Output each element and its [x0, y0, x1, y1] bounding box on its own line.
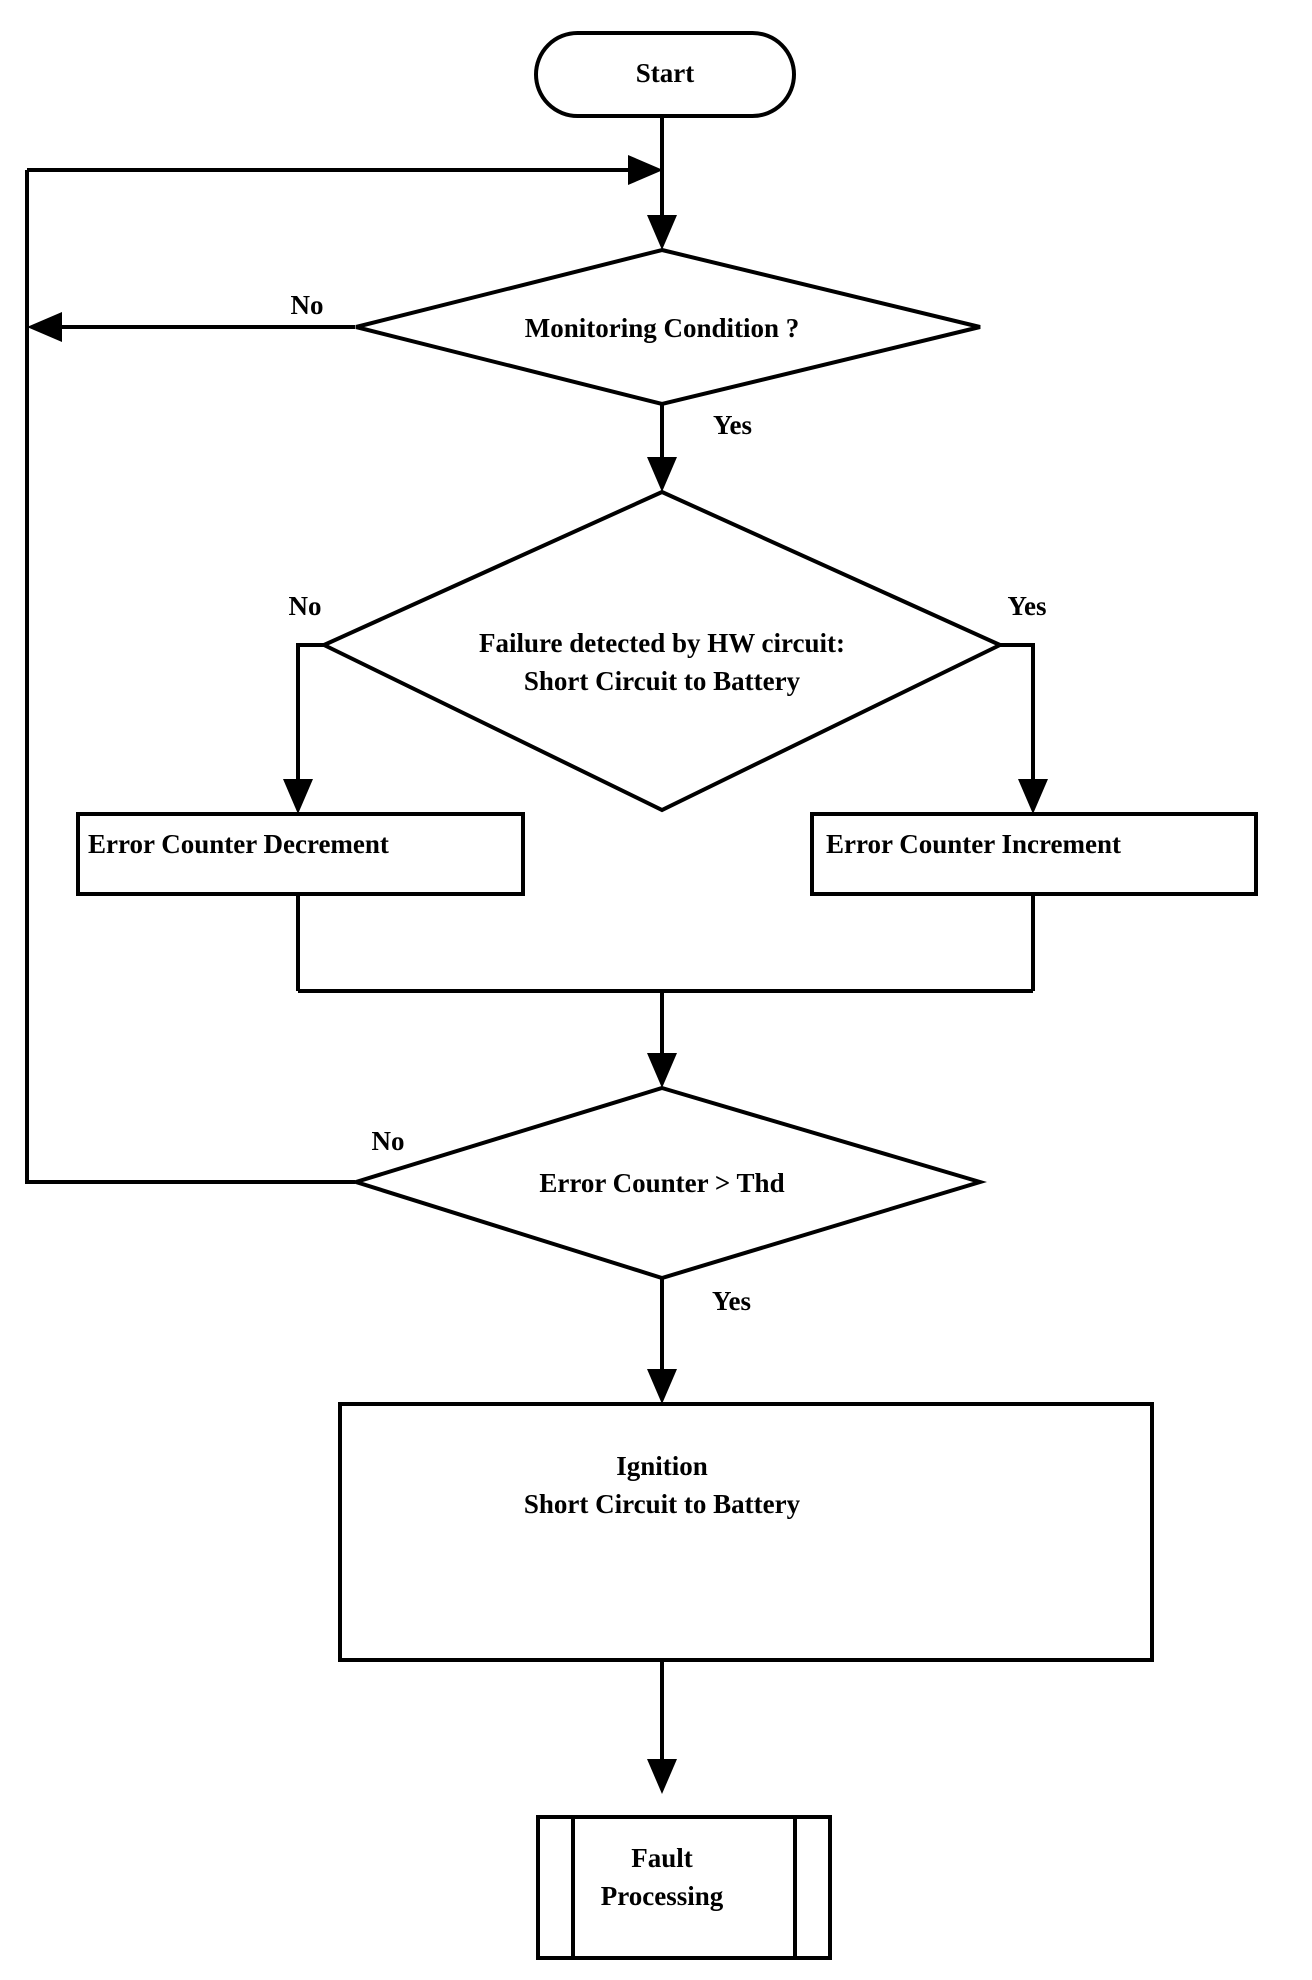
error-counter-threshold-label: Error Counter > Thd: [539, 1168, 784, 1198]
node-monitoring-condition[interactable]: Monitoring Condition ?: [355, 247, 981, 407]
failure-detected-label-line2: Short Circuit to Battery: [524, 666, 801, 696]
node-error-counter-increment[interactable]: Error Counter Increment: [810, 812, 1258, 896]
start-shape: [534, 31, 796, 118]
node-error-counter-threshold[interactable]: Error Counter > Thd: [349, 1085, 987, 1281]
node-start[interactable]: Start: [534, 31, 796, 118]
fault-processing-label-line1: Fault: [631, 1843, 693, 1873]
edge-label-threshold-no: No: [372, 1126, 405, 1156]
monitoring-condition-shape: [355, 247, 981, 407]
node-failure-detected[interactable]: Failure detected by HW circuit: Short Ci…: [319, 489, 1005, 813]
ignition-shape: [338, 1402, 1154, 1662]
arrowhead-monitoring-yes: [647, 457, 677, 492]
arrowhead-threshold-yes: [647, 1369, 677, 1404]
edge-label-monitoring-no: No: [291, 290, 324, 320]
fault-processing-shape: [536, 1815, 832, 1960]
edge-label-failure-no: No: [289, 591, 322, 621]
arrowhead-loopback-top: [628, 155, 663, 185]
edge-threshold-no: [25, 327, 355, 1184]
failure-detected-shape: [319, 489, 1005, 813]
ignition-label-line2: Short Circuit to Battery: [524, 1489, 801, 1519]
arrowhead-failure-no: [283, 779, 313, 814]
error-counter-increment-shape: [810, 812, 1258, 896]
node-error-counter-decrement[interactable]: Error Counter Decrement: [76, 812, 525, 896]
error-counter-threshold-shape: [349, 1085, 987, 1281]
ignition-label-line1: Ignition: [616, 1451, 708, 1481]
edge-label-monitoring-yes: Yes: [713, 410, 752, 440]
arrowhead-failure-yes: [1018, 779, 1048, 814]
edge-label-threshold-yes: Yes: [712, 1286, 751, 1316]
edge-failure-yes: [999, 643, 1035, 795]
error-counter-increment-label: Error Counter Increment: [826, 829, 1121, 859]
error-counter-decrement-label: Error Counter Decrement: [88, 829, 389, 859]
arrowhead-merge-to-threshold: [647, 1053, 677, 1088]
node-ignition[interactable]: Ignition Short Circuit to Battery: [338, 1402, 1154, 1662]
fault-processing-label-line2: Processing: [601, 1881, 724, 1911]
failure-detected-label-line1: Failure detected by HW circuit:: [479, 628, 845, 658]
edge-failure-no: [296, 643, 325, 795]
error-counter-decrement-shape: [76, 812, 525, 896]
arrowhead-ignition-to-fault: [647, 1759, 677, 1794]
arrowhead-start-to-monitoring: [647, 215, 677, 250]
node-fault-processing[interactable]: Fault Processing: [536, 1815, 832, 1960]
edge-label-failure-yes: Yes: [1008, 591, 1047, 621]
arrowhead-monitoring-no: [27, 312, 62, 342]
monitoring-condition-label: Monitoring Condition ?: [525, 313, 800, 343]
start-label: Start: [636, 58, 694, 88]
